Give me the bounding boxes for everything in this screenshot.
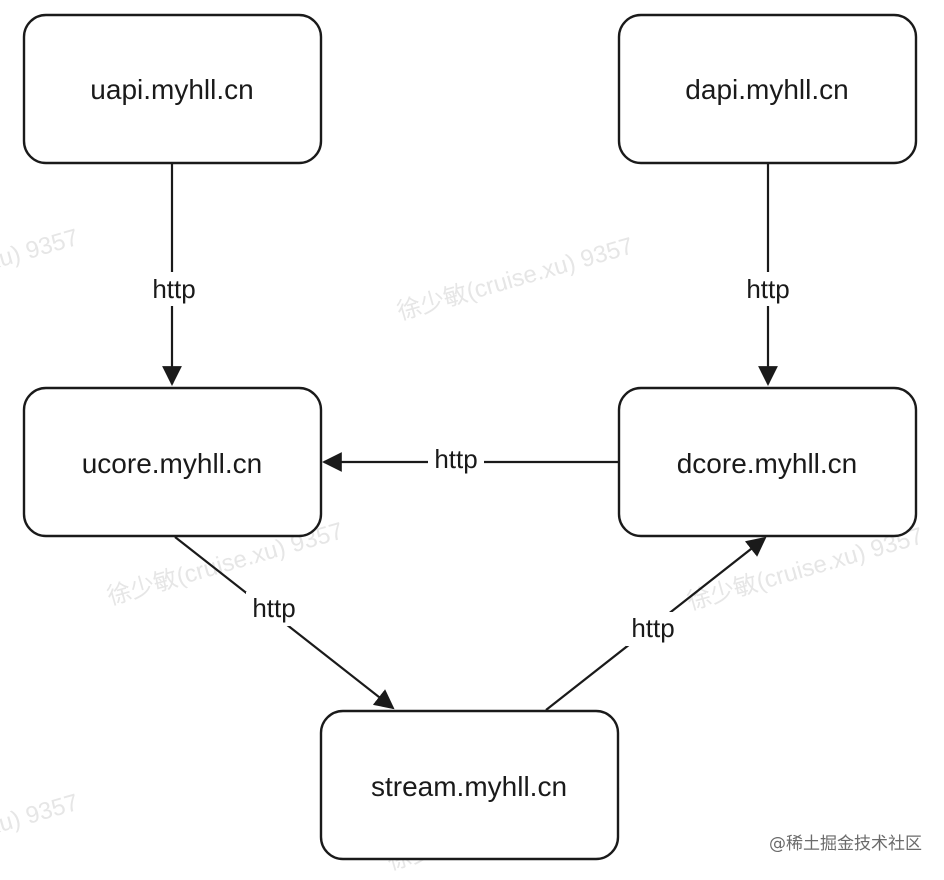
node-label: dapi.myhll.cn <box>685 74 848 105</box>
edge-label-http: http <box>252 593 295 623</box>
edge-label-http: http <box>746 274 789 304</box>
node-uapi: uapi.myhll.cn <box>22 13 323 165</box>
watermark-text: xu) 9357 <box>0 224 81 276</box>
watermark-text: 徐少敏(cruise.xu) 9357 <box>394 233 636 326</box>
edge-label-http: http <box>434 444 477 474</box>
site-credit: @稀土掘金技术社区 <box>769 834 922 854</box>
node-dcore: dcore.myhll.cn <box>617 386 918 538</box>
watermark-text: xu) 9357 <box>0 789 81 841</box>
edge-label-http: http <box>631 613 674 643</box>
node-label: uapi.myhll.cn <box>90 74 253 105</box>
node-label: stream.myhll.cn <box>371 771 567 802</box>
node-dapi: dapi.myhll.cn <box>617 13 918 165</box>
node-ucore: ucore.myhll.cn <box>22 386 323 538</box>
node-label: ucore.myhll.cn <box>82 448 263 479</box>
node-stream: stream.myhll.cn <box>319 709 620 861</box>
node-label: dcore.myhll.cn <box>677 448 858 479</box>
edge-label-http: http <box>152 274 195 304</box>
edge-labels: http http http http http <box>146 272 796 646</box>
